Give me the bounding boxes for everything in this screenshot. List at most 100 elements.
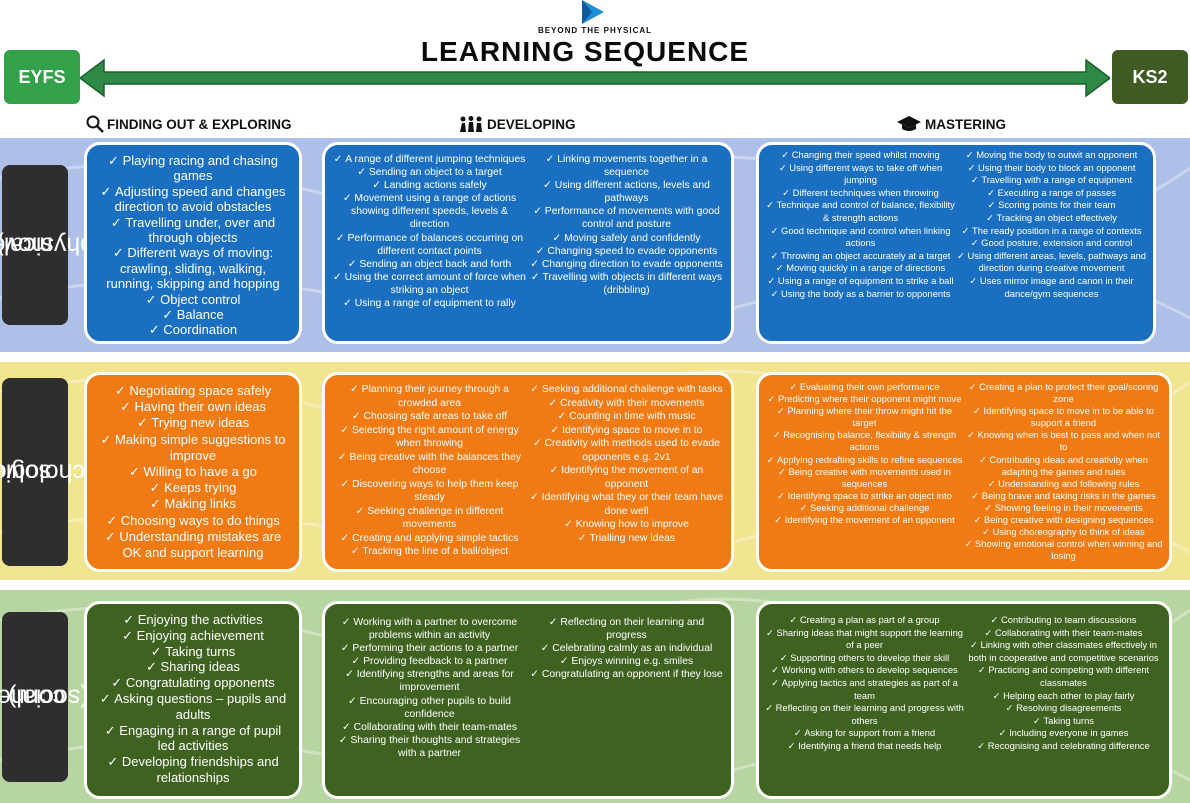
- list-item: Moving quickly in a range of directions: [765, 262, 956, 275]
- list-item: Travelling with a range of equipment: [956, 174, 1147, 187]
- list-item: Using a range of equipment to strike a b…: [765, 275, 956, 288]
- finding-out-heading: FINDING OUT & EXPLORING: [86, 115, 292, 133]
- list-item: Recognising and celebrating difference: [964, 740, 1163, 753]
- list-item: Collaborating with their team-mates: [331, 721, 528, 734]
- connect-developing-left-list: Working with a partner to overcome probl…: [331, 616, 528, 760]
- list-item: Tracking an object effectively: [956, 212, 1147, 225]
- list-item: Developing friendships and relationships: [95, 754, 291, 786]
- connect-mastering-left-list: Creating a plan as part of a groupSharin…: [765, 614, 964, 753]
- list-item: Using the correct amount of force when s…: [331, 271, 528, 297]
- list-item: Seeking additional challenge: [765, 502, 964, 514]
- list-item: Being creative with designing sequences: [964, 514, 1163, 526]
- move-finding-list: Playing racing and chasing gamesAdjustin…: [87, 145, 299, 346]
- list-item: Sharing ideas that might support the lea…: [765, 627, 964, 652]
- play-logo-icon: [582, 0, 604, 24]
- list-item: Sharing their thoughts and strategies wi…: [331, 734, 528, 760]
- list-item: Identifying the movement of an opponent: [765, 514, 964, 526]
- list-item: Seeking challenge in different movements: [331, 505, 528, 532]
- list-item: Collaborating with their team-mates: [964, 627, 1163, 640]
- list-item: Celebrating calmly as an individual: [528, 642, 725, 655]
- solve-mastering-right-list: Creating a plan to protect their goal/sc…: [964, 381, 1163, 562]
- list-item: Travelling under, over and through objec…: [95, 215, 291, 246]
- list-item: Different techniques when throwing: [765, 187, 956, 200]
- list-item: Applying tactics and strategies as part …: [765, 677, 964, 702]
- list-item: Enjoys winning e.g. smiles: [528, 655, 725, 668]
- list-item: Negotiating space safely: [95, 383, 291, 399]
- list-item: Changing their speed whilst moving: [765, 149, 956, 162]
- mastering-label: MASTERING: [925, 116, 1006, 132]
- eyfs-label: EYFS: [4, 50, 80, 104]
- list-item: Understanding and following rules: [964, 478, 1163, 490]
- list-item: Adjusting speed and changes direction to…: [95, 184, 291, 215]
- move-developing-panel: A range of different jumping techniquesS…: [322, 142, 734, 344]
- list-item: The ready position in a range of context…: [956, 225, 1147, 238]
- list-item: Creating a plan to protect their goal/sc…: [964, 381, 1163, 405]
- list-item: Performance of balances occurring on dif…: [331, 232, 528, 258]
- move-developing-left-list: A range of different jumping techniquesS…: [331, 153, 528, 310]
- list-item: Movement using a range of actions showin…: [331, 192, 528, 231]
- list-item: Being creative with movements used in se…: [765, 466, 964, 490]
- solve-developing-right-list: Seeking additional challenge with tasksC…: [528, 383, 725, 559]
- progression-arrow: [80, 58, 1110, 98]
- list-item: Working with a partner to overcome probl…: [331, 616, 528, 642]
- mastering-heading: MASTERING: [896, 115, 1006, 133]
- move-mastering-left-list: Changing their speed whilst movingUsing …: [765, 149, 956, 300]
- list-item: Executing a range of passes: [956, 187, 1147, 200]
- developing-heading: DEVELOPING: [458, 115, 576, 133]
- list-item: Moving safely and confidently: [528, 232, 725, 245]
- list-item: Landing actions safely: [331, 179, 528, 192]
- list-item: Using different ways to take off when ju…: [765, 162, 956, 187]
- move-mastering-panel: Changing their speed whilst movingUsing …: [756, 142, 1156, 344]
- list-item: Congratulating an opponent if they lose: [528, 668, 725, 681]
- list-item: Playing racing and chasing games: [95, 153, 291, 184]
- list-item: Congratulating opponents: [95, 675, 291, 691]
- list-item: Sending an object to a target: [331, 166, 528, 179]
- list-item: Linking movements together in a sequence: [528, 153, 725, 179]
- solve-developing-panel: Planning their journey through a crowded…: [322, 372, 734, 572]
- list-item: Using different actions, levels and path…: [528, 179, 725, 205]
- list-item: Choosing safe areas to take off: [331, 410, 528, 424]
- list-item: Engaging in a range of pupil led activit…: [95, 723, 291, 755]
- list-item: Seeking additional challenge with tasks: [528, 383, 725, 397]
- list-item: Resolving disagreements: [964, 702, 1163, 715]
- solve-finding-list: Negotiating space safelyHaving their own…: [87, 375, 299, 569]
- list-item: Using choreography to think of ideas: [964, 526, 1163, 538]
- list-item: Making links: [95, 496, 291, 512]
- list-item: Moving the body to outwit an opponent: [956, 149, 1147, 162]
- move-finding-panel: Playing racing and chasing gamesAdjustin…: [84, 142, 302, 344]
- list-item: Identifying what they or their team have…: [528, 491, 725, 518]
- list-item: Knowing how to improve: [528, 518, 725, 532]
- move-row-tab: move(physical): [0, 165, 102, 325]
- connect-finding-panel: Enjoying the activitiesEnjoying achievem…: [84, 601, 302, 799]
- list-item: Scoring points for their team: [956, 199, 1147, 212]
- list-item: Including everyone in games: [964, 727, 1163, 740]
- list-item: Making simple suggestions to improve: [95, 432, 291, 464]
- list-item: Throwing an object accurately at a targe…: [765, 250, 956, 263]
- list-item: Taking turns: [964, 715, 1163, 728]
- list-item: Recognising balance, flexibility & stren…: [765, 429, 964, 453]
- graduation-cap-icon: [897, 116, 921, 131]
- connect-mastering-right-list: Contributing to team discussionsCollabor…: [964, 614, 1163, 753]
- list-item: Using different areas, levels, pathways …: [956, 250, 1147, 275]
- list-item: Working with others to develop sequences: [765, 664, 964, 677]
- list-item: Good technique and control when linking …: [765, 225, 956, 250]
- connect-developing-right-list: Reflecting on their learning and progres…: [528, 616, 725, 760]
- list-item: Travelling with objects in different way…: [528, 271, 725, 297]
- solve-mastering-left-list: Evaluating their own performancePredicti…: [765, 381, 964, 562]
- list-item: Coordination: [95, 322, 291, 337]
- page-title: LEARNING SEQUENCE: [420, 36, 750, 67]
- list-item: Trying new ideas: [95, 415, 291, 431]
- list-item: Identifying a friend that needs help: [765, 740, 964, 753]
- list-item: Selecting the right amount of energy whe…: [331, 424, 528, 451]
- list-item: Discovering ways to help them keep stead…: [331, 478, 528, 505]
- list-item: Contributing ideas and creativity when a…: [964, 454, 1163, 478]
- list-item: Good posture, extension and control: [956, 237, 1147, 250]
- list-item: Changing direction to evade opponents: [528, 258, 725, 271]
- list-item: Sending an object back and forth: [331, 258, 528, 271]
- list-item: Object control: [95, 292, 291, 307]
- list-item: Taking turns: [95, 644, 291, 660]
- list-item: Evaluating their own performance: [765, 381, 964, 393]
- connect-mastering-panel: Creating a plan as part of a groupSharin…: [756, 601, 1172, 799]
- developing-label: DEVELOPING: [487, 116, 576, 132]
- connect-developing-panel: Working with a partner to overcome probl…: [322, 601, 734, 799]
